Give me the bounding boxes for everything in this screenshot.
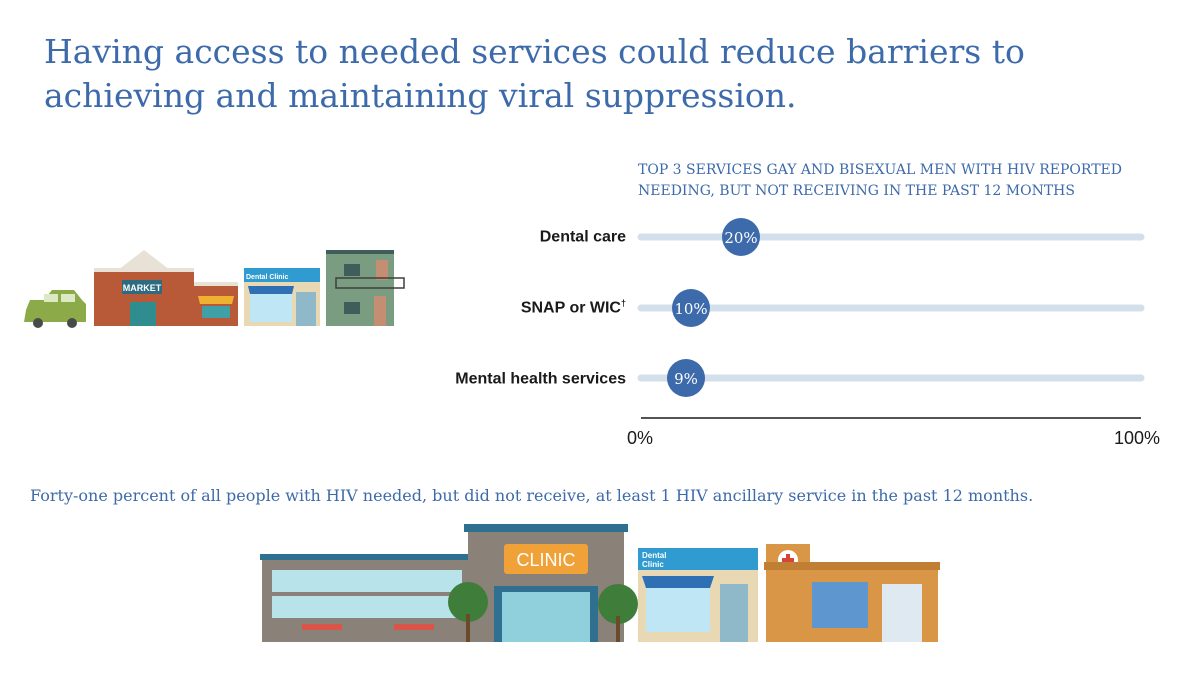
headline: Having access to needed services could r… (44, 32, 1025, 115)
dental-sign-line2: Clinic (642, 560, 664, 569)
office-building-icon (260, 554, 474, 642)
street-illustration-bottom: CLINIC Dental Clinic (260, 524, 940, 642)
dental-sign-line1: Dental (642, 551, 666, 560)
footnote: Forty-one percent of all people with HIV… (30, 486, 1034, 505)
street-illustration-top: MARKET Dental Clinic (24, 250, 405, 328)
x-tick-label-min: 0% (627, 428, 654, 448)
data-label: 10% (674, 300, 707, 318)
data-label: 9% (674, 370, 698, 388)
category-label-dental: Dental care (539, 228, 626, 246)
tree-icon (598, 584, 638, 642)
category-label-snap: SNAP or WIC† (520, 298, 626, 317)
hospital-building-icon (764, 544, 940, 642)
apartment-building-icon (326, 250, 405, 326)
x-tick-label-max: 100% (1114, 428, 1161, 448)
clinic-sign: CLINIC (516, 550, 575, 570)
data-point (722, 218, 760, 256)
data-point (667, 359, 705, 397)
chart-title: TOP 3 SERVICES GAY AND BISEXUAL MEN WITH… (638, 162, 1122, 199)
car-icon (24, 290, 86, 328)
dental-clinic-sign-top: Dental Clinic (246, 274, 289, 281)
market-building-icon: MARKET (94, 250, 238, 326)
market-sign: MARKET (123, 283, 162, 293)
data-point (672, 289, 710, 327)
category-label-mental-health: Mental health services (455, 370, 626, 388)
tree-icon (448, 582, 488, 642)
dental-clinic-building-icon: Dental Clinic (638, 548, 758, 642)
clinic-building-icon: CLINIC (464, 524, 628, 642)
data-label: 20% (724, 229, 757, 247)
dental-clinic-building-icon: Dental Clinic (244, 268, 320, 326)
